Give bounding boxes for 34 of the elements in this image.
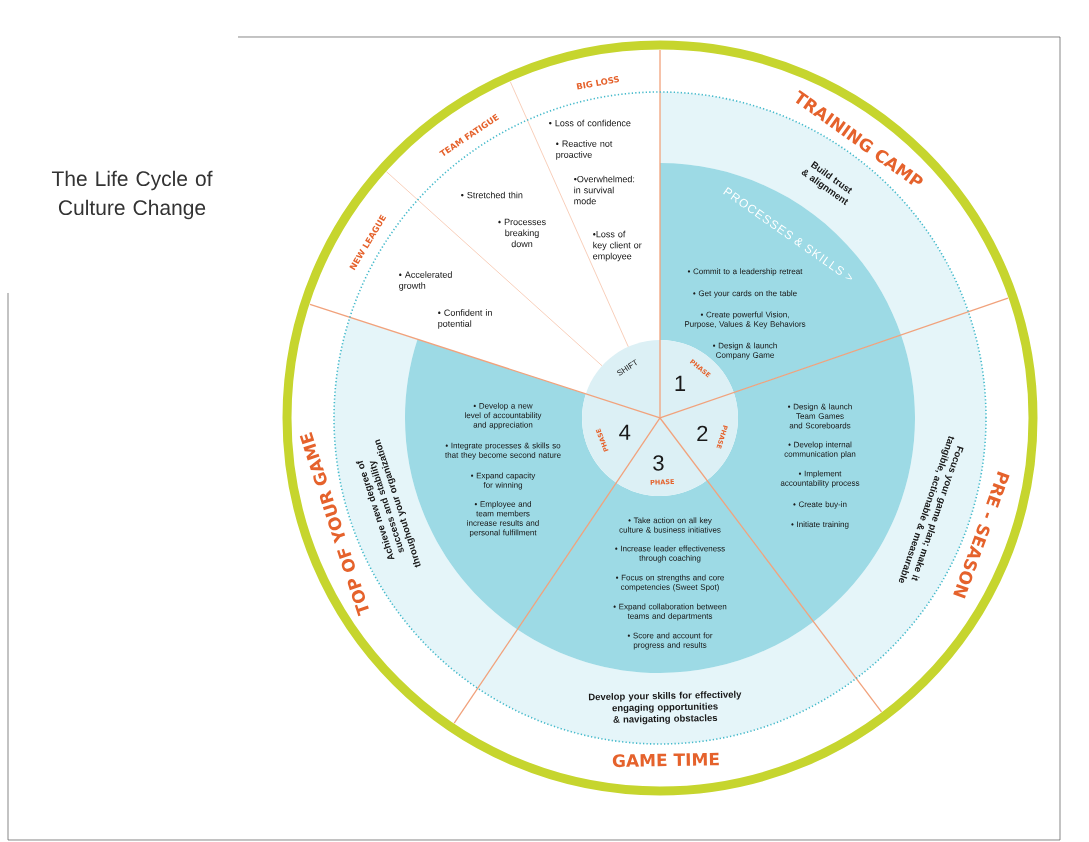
- segment-heading: BIG LOSS: [576, 76, 620, 90]
- bullet-text: • Increase leader effectiveness through coaching: [615, 545, 725, 563]
- bullet-text: • Get your cards on the table: [693, 290, 797, 298]
- bullet-text: • Integrate processes & skills so that they become second nature: [445, 442, 561, 460]
- bullet-text: • Develop a new level of accountability and appreciation: [465, 402, 542, 430]
- bullet-text: • Initiate training: [791, 521, 849, 529]
- bullet-text: • Loss of confidence: [549, 119, 631, 127]
- bullet-text: •Loss of key client or employee: [593, 230, 642, 262]
- bullet-text: • Expand capacity for winning: [471, 472, 536, 490]
- bullet-text: • Implement accountability process: [780, 470, 860, 488]
- bullet-text: • Design & launch Company Game: [713, 342, 777, 360]
- bullet-text: • Focus on strengths and core competencies (Sweet Spot): [616, 574, 724, 592]
- band-text: Develop your skills for effectively engaging opportunities & navigating obstacles: [588, 690, 742, 725]
- phase-number: 1: [675, 375, 686, 391]
- bullet-text: • Commit to a leadership retreat: [687, 268, 803, 276]
- segment-heading: GAME TIME: [612, 752, 719, 768]
- phase-number: 2: [697, 425, 708, 442]
- phase-number: 3: [653, 455, 664, 471]
- bullet-text: • Employee and team members increase results and personal fulfillment: [467, 501, 539, 537]
- bullet-text: • Create buy-in: [793, 501, 847, 509]
- bullet-text: • Reactive not proactive: [556, 140, 613, 160]
- title: The Life Cycle of Culture Change: [51, 170, 213, 220]
- bullet-text: • Create powerful Vision, Purpose, Values & Key Behaviors: [685, 311, 806, 329]
- bullet-text: •Overwhelmed: in survival mode: [574, 175, 635, 205]
- bullet-text: • Take action on all key culture & business initiatives: [619, 517, 721, 533]
- bullet-text: • Develop internal communication plan: [784, 441, 856, 459]
- bullet-text: • Score and account for progress and results: [627, 632, 713, 650]
- bullet-text: • Expand collaboration between teams and departments: [613, 603, 727, 621]
- phase-number: 4: [619, 424, 631, 440]
- bullet-text: • Processes breaking down: [498, 218, 546, 248]
- bullet-text: • Confident in potential: [438, 309, 492, 329]
- bullet-text: • Accelerated growth: [399, 271, 452, 291]
- bullet-text: • Design & launch Team Games and Scoreboards: [788, 403, 852, 429]
- bullet-text: • Stretched thin: [461, 191, 523, 199]
